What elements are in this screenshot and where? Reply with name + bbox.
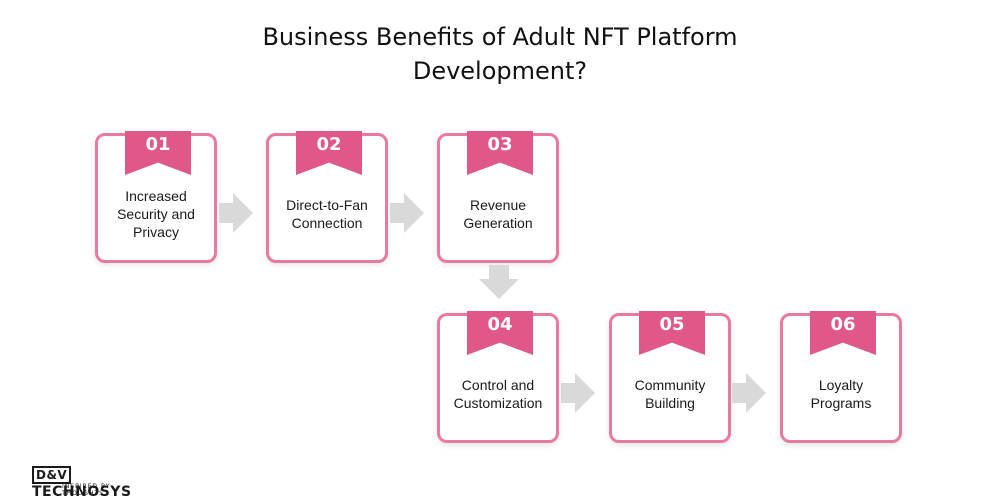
ribbon-badge: 04	[467, 311, 533, 355]
step-card-06: 06 Loyalty Programs	[780, 311, 902, 443]
step-label: Community Building	[634, 377, 706, 411]
ribbon-badge: 03	[467, 131, 533, 175]
arrow-right-icon	[390, 193, 424, 233]
step-number: 03	[487, 134, 513, 155]
ribbon-badge: 01	[125, 131, 191, 175]
step-label: Revenue Generation	[463, 197, 533, 231]
step-card-05: 05 Community Building	[609, 311, 731, 443]
title-line-2: Development?	[412, 57, 588, 85]
step-number: 06	[830, 314, 856, 335]
arrow-right-icon	[219, 193, 253, 233]
step-label: Increased Security and Privacy	[117, 188, 195, 240]
step-card-01: 01 Increased Security and Privacy	[95, 131, 217, 263]
step-card-02: 02 Direct-to-Fan Connection	[266, 131, 388, 263]
ribbon-badge: 06	[810, 311, 876, 355]
arrow-right-icon	[732, 373, 766, 413]
logo-wordmark: D&VTECHNOSYS	[32, 466, 152, 500]
step-number: 02	[316, 134, 342, 155]
step-number: 01	[145, 134, 171, 155]
step-card-03: 03 Revenue Generation	[437, 131, 559, 263]
step-label: Loyalty Programs	[810, 377, 872, 411]
brand-logo: D&VTECHNOSYS INSPIRED BY THOUGHTS	[32, 466, 152, 500]
ribbon-badge: 05	[639, 311, 705, 355]
ribbon-badge: 02	[296, 131, 362, 175]
arrow-right-icon	[561, 373, 595, 413]
diagram-title: Business Benefits of Adult NFT Platform …	[0, 20, 1000, 88]
step-number: 05	[659, 314, 685, 335]
step-label: Control and Customization	[453, 377, 543, 411]
logo-tagline: INSPIRED BY THOUGHTS	[62, 483, 111, 497]
step-number: 04	[487, 314, 513, 335]
logo-brand: TECHNOSYS	[32, 484, 132, 500]
logo-box-mark: D&V	[32, 466, 72, 484]
arrow-down-icon	[479, 265, 519, 299]
step-label: Direct-to-Fan Connection	[286, 197, 368, 231]
title-line-1: Business Benefits of Adult NFT Platform	[262, 23, 738, 51]
step-card-04: 04 Control and Customization	[437, 311, 559, 443]
